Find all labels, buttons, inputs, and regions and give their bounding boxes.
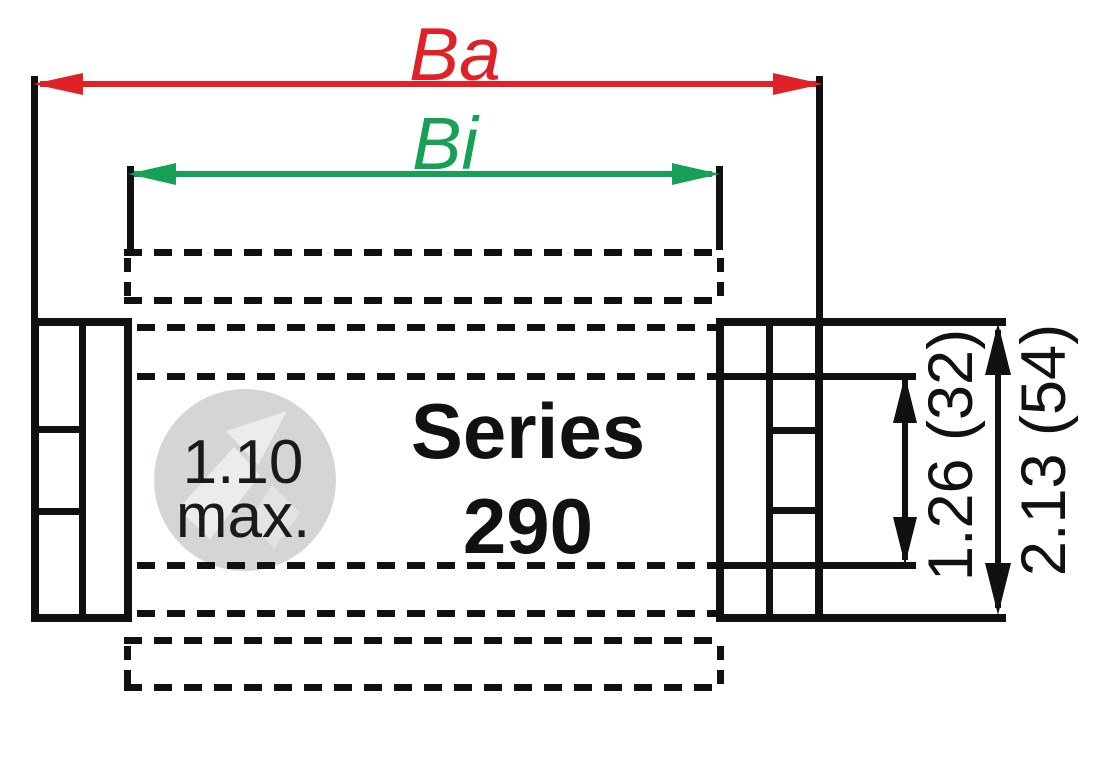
outer-height-arrowhead-down bbox=[985, 563, 1011, 615]
ba-extension-line-left bbox=[31, 76, 38, 322]
crossbar-dashed-line-2 bbox=[137, 373, 716, 380]
right-bracket-divider bbox=[766, 318, 773, 622]
outer-width-label: Ba bbox=[409, 12, 501, 96]
right-bracket-cell-line-2 bbox=[766, 507, 823, 514]
ba-arrowhead-right bbox=[773, 73, 823, 95]
crossbar-dashed-line-4 bbox=[137, 610, 716, 617]
left-bracket-divider bbox=[79, 318, 86, 622]
inner-height-extension-top bbox=[716, 373, 916, 380]
outer-height-dimension-line bbox=[995, 330, 1001, 608]
bi-dimension-line bbox=[134, 171, 712, 177]
crossbar-dashed-line-1 bbox=[137, 324, 716, 331]
ba-arrowhead-left bbox=[33, 73, 83, 95]
phantom-band-top-line2 bbox=[124, 297, 724, 304]
right-bracket-top-edge-extension bbox=[716, 318, 1006, 326]
bi-extension-line-right bbox=[716, 166, 723, 250]
inner-height-dimension-line bbox=[902, 380, 908, 560]
pitch-note-suffix: max. bbox=[175, 482, 311, 551]
left-bracket-cell-line-1 bbox=[31, 426, 86, 433]
phantom-band-top-line1 bbox=[124, 249, 724, 256]
inner-width-label: Bi bbox=[412, 102, 478, 185]
inner-height-arrowhead-up bbox=[893, 375, 917, 423]
series-title: Series bbox=[410, 387, 646, 475]
left-bracket-cell-line-2 bbox=[31, 508, 86, 515]
phantom-band-bottom-line2 bbox=[124, 684, 724, 691]
right-bracket-outer-edge bbox=[815, 318, 823, 622]
badge-circle bbox=[154, 389, 336, 571]
ba-extension-line-right bbox=[816, 76, 823, 322]
crossbar-dashed-line-3 bbox=[137, 562, 716, 569]
left-bracket-inner-edge bbox=[124, 318, 132, 622]
ba-dimension-line bbox=[40, 81, 816, 87]
inner-height-arrowhead-down bbox=[893, 517, 917, 565]
left-bracket-outer-edge bbox=[31, 318, 39, 622]
outer-height-arrowhead-up bbox=[985, 323, 1011, 375]
bi-arrowhead-right bbox=[672, 163, 720, 185]
phantom-band-bottom-line1 bbox=[124, 637, 724, 644]
phantom-band-top-left-edge bbox=[124, 258, 131, 296]
right-bracket-inner-edge bbox=[716, 318, 724, 622]
right-bracket-cell-line-1 bbox=[766, 427, 823, 434]
arrow-watermark-icon bbox=[178, 411, 300, 549]
right-bracket-bottom-edge-extension bbox=[716, 614, 1006, 622]
series-number: 290 bbox=[462, 482, 594, 570]
inner-height-value-label: 1.26 (32) bbox=[916, 328, 986, 582]
phantom-band-top-right-edge bbox=[717, 258, 724, 296]
pitch-note-value: 1.10 bbox=[182, 428, 304, 497]
bi-extension-line-left bbox=[127, 166, 134, 250]
inner-height-extension-bottom bbox=[716, 562, 916, 569]
bi-arrowhead-left bbox=[128, 163, 176, 185]
phantom-band-bottom-right-edge bbox=[717, 646, 724, 684]
phantom-band-bottom-left-edge bbox=[124, 646, 131, 684]
outer-height-value-label: 2.13 (54) bbox=[1009, 323, 1079, 577]
